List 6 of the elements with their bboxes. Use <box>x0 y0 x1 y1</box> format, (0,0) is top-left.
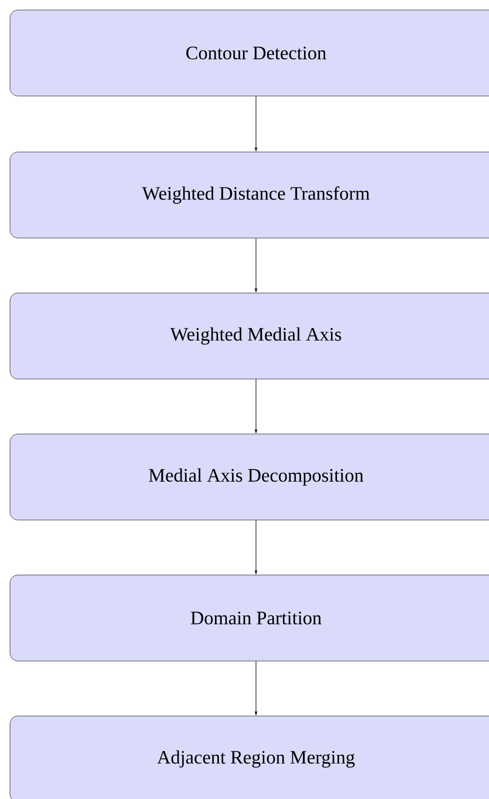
process-box: Adjacent Region Merging <box>10 716 489 799</box>
process-box: Domain Partition <box>10 574 489 662</box>
process-box: Medial Axis Decomposition <box>10 434 489 520</box>
process-box: Weighted Distance Transform <box>10 152 489 238</box>
process-box: Weighted Medial Axis <box>10 292 489 380</box>
process-box: Contour Detection <box>10 10 489 96</box>
